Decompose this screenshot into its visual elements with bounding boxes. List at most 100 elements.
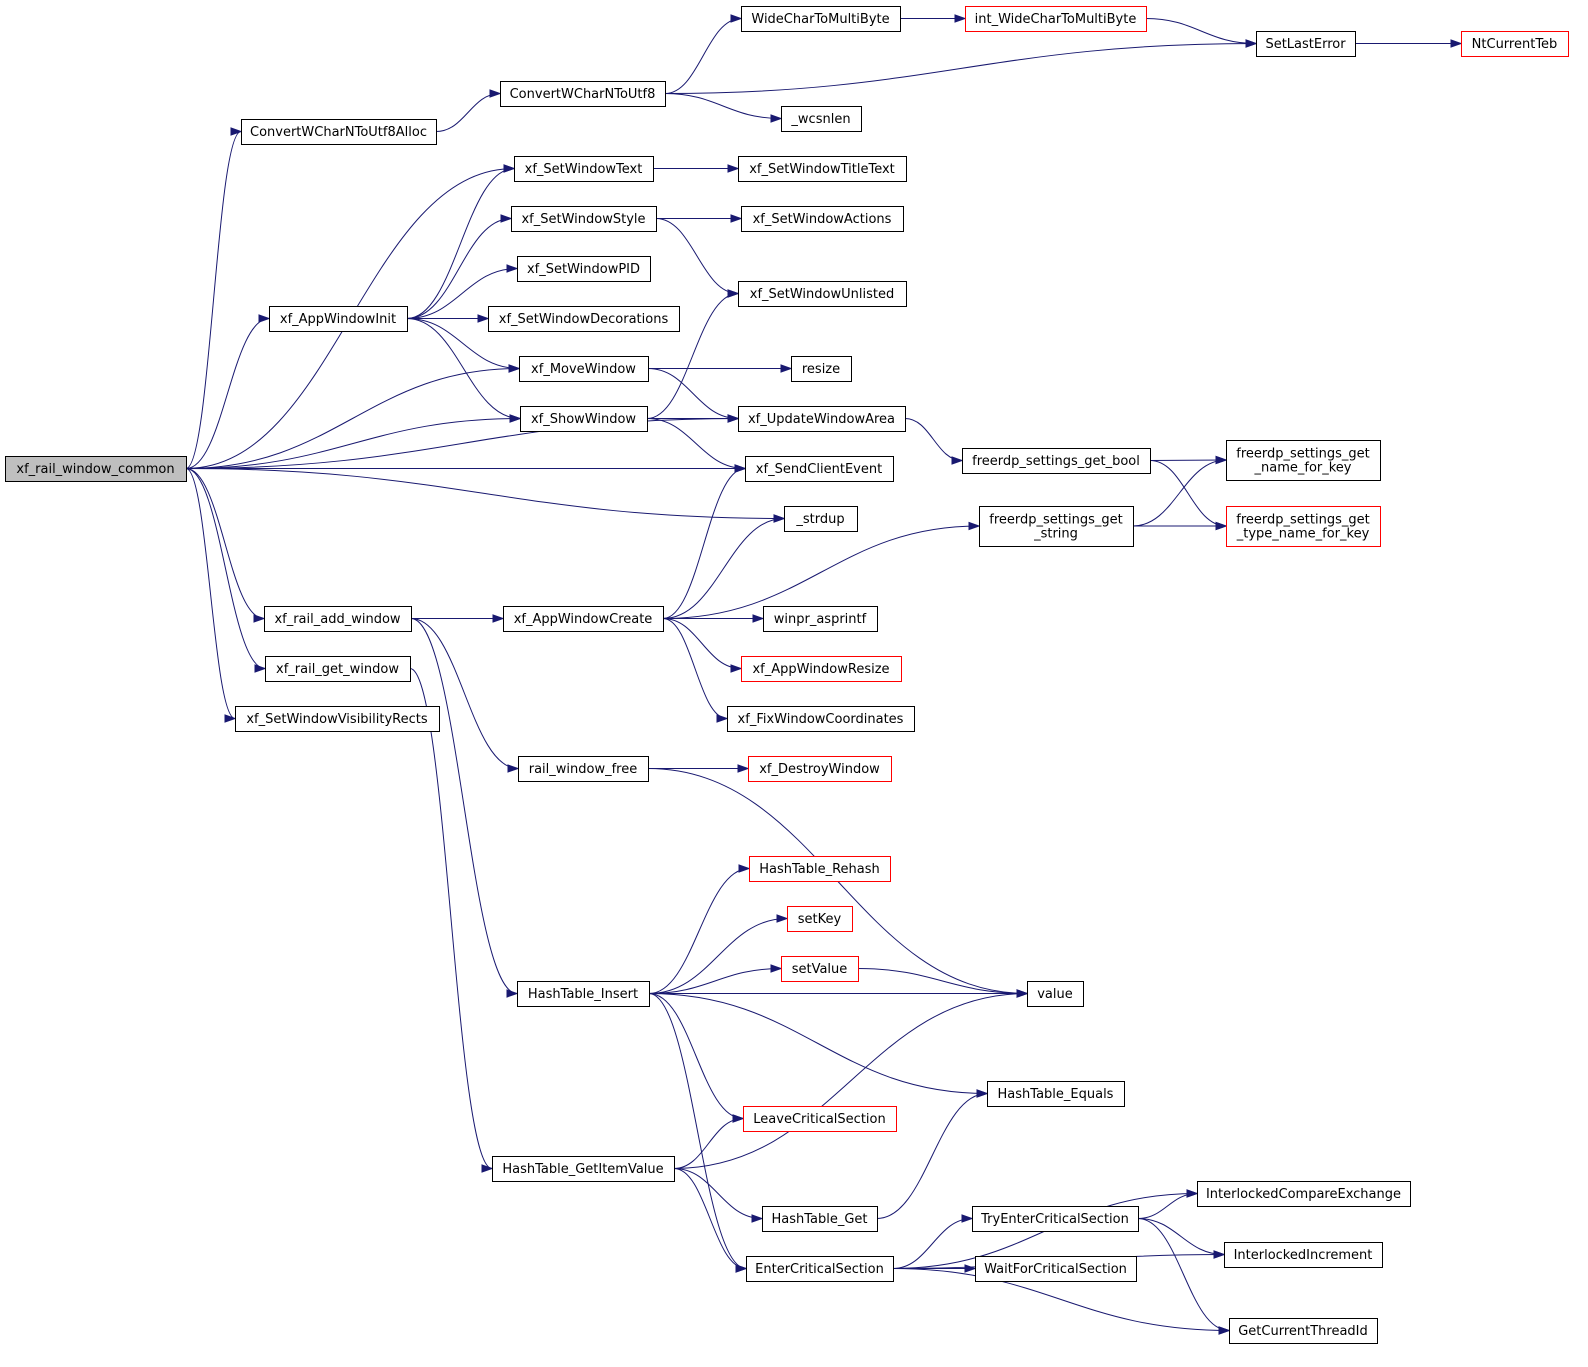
node-convertwcharntoutf8[interactable]: ConvertWCharNToUtf8 — [500, 81, 666, 107]
node-xf-setwindowpid[interactable]: xf_SetWindowPID — [517, 256, 651, 282]
node-xf-fixwindowcoordinates[interactable]: xf_FixWindowCoordinates — [727, 706, 915, 732]
node-winpr-asprintf[interactable]: winpr_asprintf — [763, 606, 878, 632]
node-interlockedincrement[interactable]: InterlockedIncrement — [1224, 1242, 1383, 1268]
node-convertwcharntoutf8alloc[interactable]: ConvertWCharNToUtf8Alloc — [241, 119, 437, 145]
node-box — [791, 356, 852, 382]
node-box — [1229, 1318, 1378, 1344]
node-widechartomultibyte[interactable]: WideCharToMultiByte — [741, 6, 901, 32]
node-hashtable-getitemvalue[interactable]: HashTable_GetItemValue — [492, 1156, 675, 1182]
node-hashtable-equals[interactable]: HashTable_Equals — [987, 1081, 1125, 1107]
node-label: xf_DestroyWindow — [759, 762, 880, 777]
node-xf-destroywindow[interactable]: xf_DestroyWindow — [748, 756, 892, 782]
arrowhead — [770, 964, 783, 973]
node-box — [787, 906, 853, 932]
node-label: setKey — [798, 912, 842, 927]
node-xf-rail-window-common[interactable]: xf_rail_window_common — [5, 456, 187, 482]
edge-convertwcharntoutf8-to-widechartomultibyte — [664, 14, 743, 94]
node-label: xf_SetWindowVisibilityRects — [246, 712, 428, 727]
node-label: winpr_asprintf — [774, 612, 867, 627]
node-xf-setwindowunlisted[interactable]: xf_SetWindowUnlisted — [738, 281, 907, 307]
node-xf-showwindow[interactable]: xf_ShowWindow — [520, 406, 648, 432]
node-label: GetCurrentThreadId — [1238, 1324, 1368, 1339]
node-int-widechartomultibyte[interactable]: int_WideCharToMultiByte — [965, 6, 1147, 32]
edge-freerdp-settings-get-bool-to-freerdp-settings-get-name-for-key — [1149, 455, 1228, 465]
node-label: freerdp_settings_get_bool — [972, 454, 1140, 469]
edge-rail-window-free-to-xf-destroywindow — [648, 764, 750, 773]
node-box — [746, 1256, 894, 1282]
node-tryentercriticalsection[interactable]: TryEnterCriticalSection — [972, 1206, 1139, 1232]
node-label: WideCharToMultiByte — [751, 12, 889, 27]
node-label: setValue — [792, 962, 848, 977]
node-box — [965, 6, 1147, 32]
node-xf-rail-add-window[interactable]: xf_rail_add_window — [264, 606, 412, 632]
node-entercriticalsection[interactable]: EnterCriticalSection — [746, 1256, 894, 1282]
arrowhead — [776, 914, 789, 923]
node-wcsnlen[interactable]: _wcsnlen — [781, 106, 862, 132]
arrowhead — [727, 414, 740, 423]
node-resize[interactable]: resize — [791, 356, 852, 382]
node-setvalue[interactable]: setValue — [781, 956, 859, 982]
node-label: HashTable_Insert — [528, 987, 638, 1002]
node-value[interactable]: value — [1027, 981, 1084, 1007]
arrowhead — [253, 614, 266, 623]
edge-xf-rail-window-common-to-xf-rail-get-window — [185, 468, 267, 673]
arrowhead — [481, 1164, 494, 1173]
arrowhead — [507, 764, 520, 773]
edge-xf-setwindowtext-to-xf-setwindowtitletext — [652, 164, 740, 173]
node-box — [962, 448, 1151, 474]
node-freerdp-settings-get-string[interactable]: freerdp_settings_get_string — [979, 506, 1134, 547]
edge-xf-appwindowinit-to-xf-setwindowstyle — [406, 214, 513, 319]
node-hashtable-insert[interactable]: HashTable_Insert — [517, 981, 650, 1007]
node-xf-updatewindowarea[interactable]: xf_UpdateWindowArea — [738, 406, 906, 432]
node-getcurrentthreadid[interactable]: GetCurrentThreadId — [1229, 1318, 1378, 1344]
arrowhead — [727, 289, 740, 298]
node-xf-sendclientevent[interactable]: xf_SendClientEvent — [745, 456, 894, 482]
node-freerdp-settings-get-type-name-for-key[interactable]: freerdp_settings_get_type_name_for_key — [1226, 506, 1381, 547]
node-xf-setwindowtitletext[interactable]: xf_SetWindowTitleText — [738, 156, 907, 182]
arrowhead — [506, 264, 519, 273]
node-box — [511, 206, 657, 232]
node-box — [519, 356, 649, 382]
node-box — [1197, 1181, 1411, 1207]
node-label: xf_rail_window_common — [16, 462, 174, 477]
node-xf-setwindowactions[interactable]: xf_SetWindowActions — [741, 206, 904, 232]
node-xf-movewindow[interactable]: xf_MoveWindow — [519, 356, 649, 382]
node-leavecriticalsection[interactable]: LeaveCriticalSection — [743, 1106, 897, 1132]
arrowhead — [506, 989, 519, 998]
node-xf-appwindowinit[interactable]: xf_AppWindowInit — [269, 306, 408, 332]
arrowhead — [752, 614, 765, 623]
node-ntcurrentteb[interactable]: NtCurrentTeb — [1461, 31, 1569, 57]
arrowhead — [477, 314, 490, 323]
edge-xf-appwindowcreate-to-xf-appwindowresize — [662, 618, 743, 673]
node-xf-setwindowtext[interactable]: xf_SetWindowText — [514, 156, 654, 182]
node-strdup[interactable]: _strdup — [784, 506, 858, 532]
node-label: xf_UpdateWindowArea — [748, 412, 895, 427]
node-box — [741, 656, 902, 682]
node-interlockedcompareexchange[interactable]: InterlockedCompareExchange — [1197, 1181, 1411, 1207]
node-xf-appwindowcreate[interactable]: xf_AppWindowCreate — [503, 606, 664, 632]
node-xf-appwindowresize[interactable]: xf_AppWindowResize — [741, 656, 902, 682]
edges-layer — [185, 14, 1463, 1335]
node-xf-setwindowstyle[interactable]: xf_SetWindowStyle — [511, 206, 657, 232]
edge-hashtable-get-to-hashtable-equals — [876, 1089, 989, 1219]
arrowhead — [751, 1214, 764, 1223]
node-hashtable-get[interactable]: HashTable_Get — [762, 1206, 878, 1232]
edge-xf-appwindowcreate-to-strdup — [662, 514, 786, 619]
node-hashtable-rehash[interactable]: HashTable_Rehash — [749, 856, 891, 882]
node-xf-rail-get-window[interactable]: xf_rail_get_window — [265, 656, 411, 682]
node-setlasterror[interactable]: SetLastError — [1256, 31, 1356, 57]
node-rail-window-free[interactable]: rail_window_free — [518, 756, 649, 782]
node-xf-setwindowvisibilityrects[interactable]: xf_SetWindowVisibilityRects — [235, 706, 440, 732]
node-box — [1027, 981, 1084, 1007]
node-xf-setwindowdecorations[interactable]: xf_SetWindowDecorations — [488, 306, 680, 332]
node-waitforcriticalsection[interactable]: WaitForCriticalSection — [975, 1256, 1137, 1282]
node-freerdp-settings-get-bool[interactable]: freerdp_settings_get_bool — [962, 448, 1151, 474]
edge-entercriticalsection-to-tryentercriticalsection — [892, 1214, 974, 1269]
node-label: _wcsnlen — [790, 112, 850, 127]
node-freerdp-settings-get-name-for-key[interactable]: freerdp_settings_get_name_for_key — [1226, 440, 1381, 481]
edge-hashtable-insert-to-setkey — [648, 914, 789, 994]
edge-hashtable-insert-to-setvalue — [648, 964, 783, 994]
node-box — [1224, 1242, 1383, 1268]
node-setkey[interactable]: setKey — [787, 906, 853, 932]
arrowhead — [1215, 455, 1228, 465]
